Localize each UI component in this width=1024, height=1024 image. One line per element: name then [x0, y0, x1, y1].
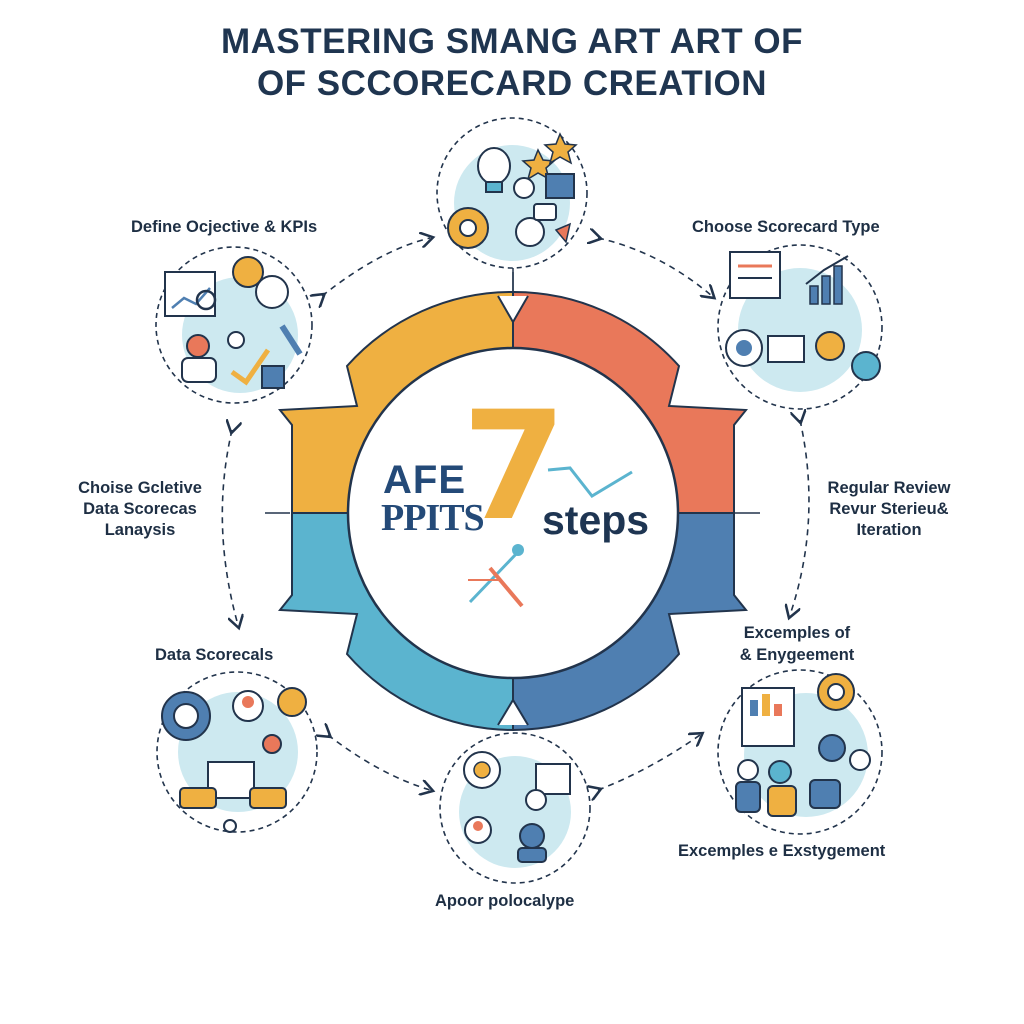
label-examples-line-2: & Enygeement [739, 646, 855, 664]
label-choose-scorecard-type: Choose Scorecard Type [692, 218, 880, 236]
connector-arrows [221, 238, 810, 790]
checkmark-icon [230, 348, 271, 386]
arrow-top-left [322, 238, 430, 296]
top-left-icon-cluster [155, 246, 313, 404]
title-line-2: OF SCCORECARD CREATION [256, 64, 768, 103]
label-right-line-3: Iteration [856, 521, 922, 539]
label-left-line-2: Data Scorecas [83, 500, 197, 518]
label-left-line-3: Lanaysis [104, 521, 176, 539]
document-icon [535, 763, 571, 795]
arrow-right [790, 420, 810, 615]
document-icon [261, 365, 285, 389]
top-right-icon-cluster [717, 244, 883, 410]
chat-bubble-icon [525, 789, 547, 811]
person-icon [181, 334, 217, 383]
center-steps-text: steps [542, 497, 650, 543]
person-chat-icon [515, 203, 557, 247]
compass-icon [468, 544, 524, 608]
bar-chart-icon [545, 173, 575, 199]
gear-icon [815, 331, 845, 361]
center-afe-text: AFE [383, 458, 466, 502]
bottom-icon-cluster [439, 732, 591, 884]
hands-icon [179, 787, 287, 809]
top-icon-cluster [436, 117, 588, 296]
center-disc [346, 346, 680, 680]
label-right-line-1: Regular Review [827, 479, 951, 497]
rocket-icon [554, 222, 572, 244]
center-number: 7 [462, 380, 567, 554]
ring-notch-bottom [497, 698, 529, 726]
monitor-icon [767, 335, 805, 363]
title-line-1: MASTERING SMANG ART ART OF [220, 22, 804, 61]
center-ppits-text: PPITS [381, 497, 485, 539]
gear-small-icon [223, 819, 237, 833]
gear-icon-2 [851, 351, 881, 381]
person-icon-2 [517, 823, 547, 863]
chat-bubble-icon [232, 256, 264, 288]
label-right-line-2: Revur Sterieu& [829, 500, 949, 518]
gear-icon [227, 331, 245, 349]
bar-chart-icon [805, 255, 849, 305]
star-icon-2 [543, 132, 578, 165]
gear-icon [447, 207, 489, 249]
label-examples-engagement: Excemples e Exstygement [678, 842, 886, 860]
document-icon [729, 251, 781, 299]
label-left-line-1: Choise Gcletive [78, 479, 202, 497]
label-define-objective: Define Ocjective & KPIs [131, 218, 318, 236]
clock-icon [818, 734, 846, 762]
chat-bubble-icon-2 [255, 275, 289, 309]
lower-right-icon-cluster [717, 669, 883, 835]
arrow-left [221, 430, 238, 625]
arrow-top-right [598, 238, 712, 296]
arrow-bottom-left [328, 735, 430, 790]
package-icon [277, 687, 307, 717]
gear-icon [849, 749, 871, 771]
link-node-icon [262, 734, 282, 754]
magnifier-icon [195, 289, 217, 311]
label-examples-line-1: Excemples of [743, 624, 851, 642]
lower-left-icon-cluster [156, 671, 318, 833]
arrow-bottom-right [598, 735, 700, 790]
label-prototype: Apoor polocalype [435, 892, 575, 910]
cog-small-icon [513, 177, 535, 199]
lightbulb-icon [477, 147, 511, 193]
wrench-icon [279, 324, 303, 356]
people-group-icon [735, 759, 841, 817]
document-icon [207, 761, 255, 799]
label-data-scorecards: Data Scorecals [155, 646, 274, 664]
trend-line-icon [547, 466, 633, 498]
ring-notch-top [497, 295, 529, 325]
